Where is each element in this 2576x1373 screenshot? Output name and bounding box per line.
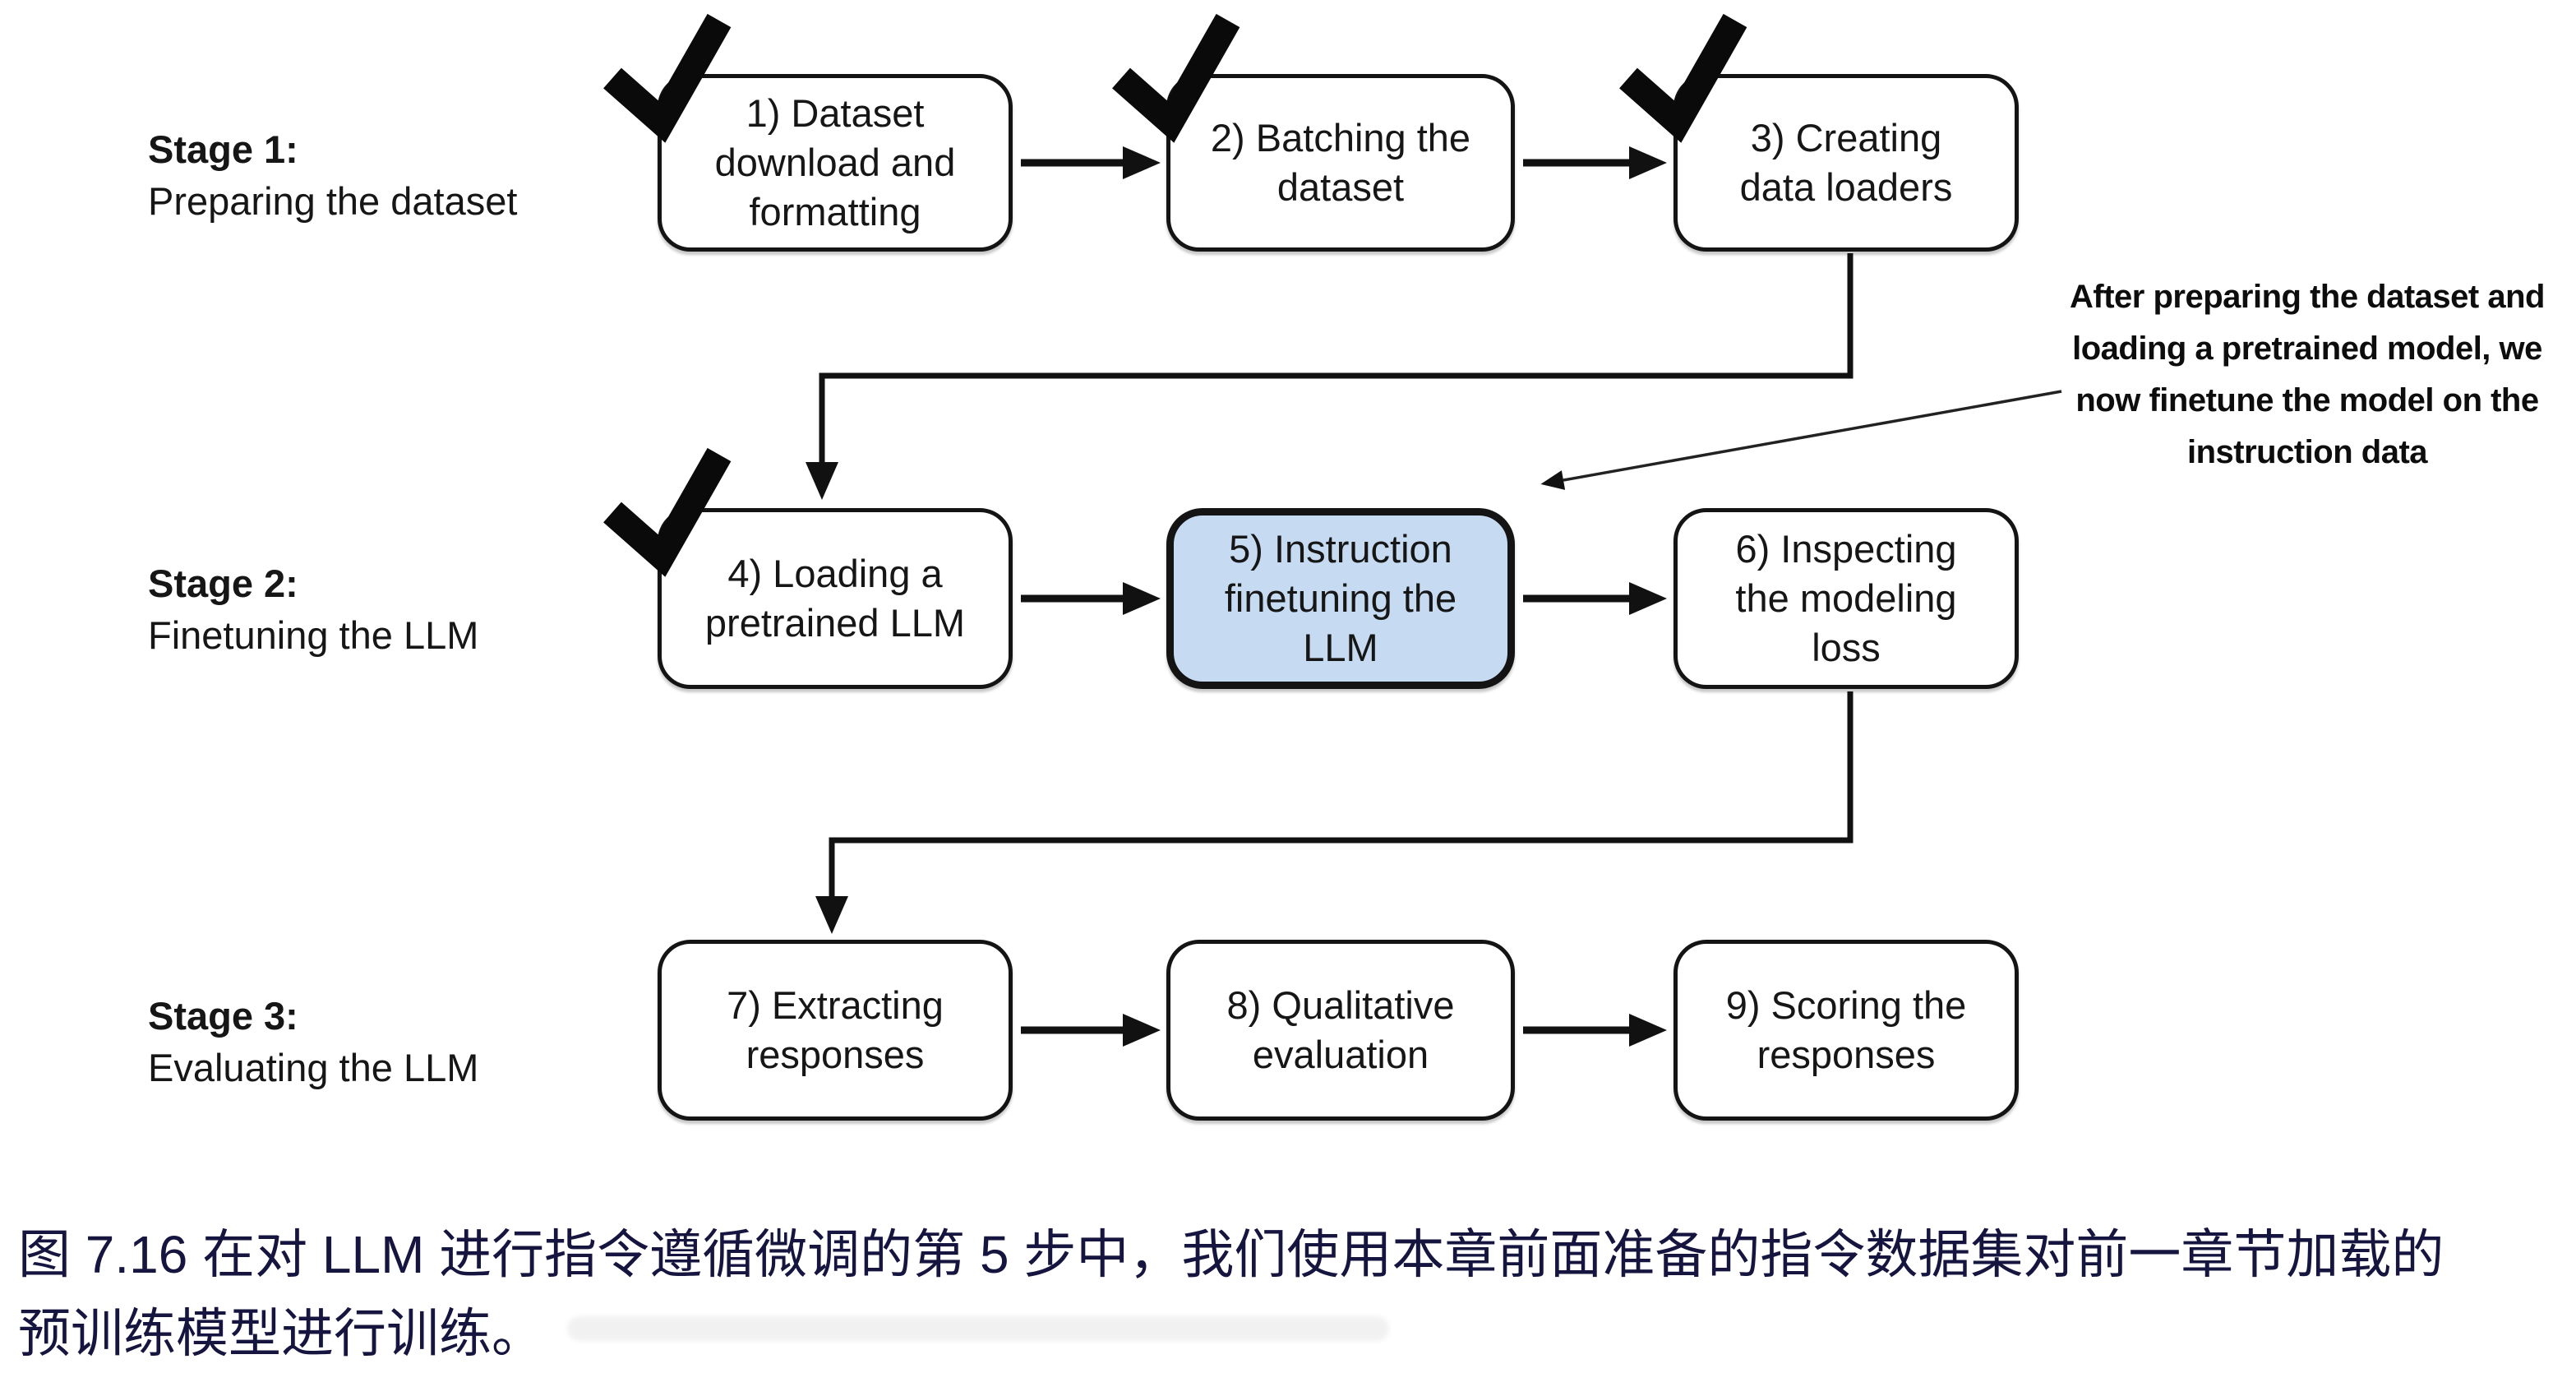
figure-caption-line-1: 图 7.16 在对 LLM 进行指令遵循微调的第 5 步中，我们使用本章前面准备… bbox=[18, 1225, 2444, 1284]
elbow-box3-to-box4 bbox=[806, 253, 1854, 500]
stage-2-title: Stage 2: bbox=[148, 562, 298, 605]
stage-1-label: Stage 1: Preparing the dataset bbox=[148, 123, 682, 227]
stage-3-subtitle: Evaluating the LLM bbox=[148, 1046, 479, 1089]
stage-2-subtitle: Finetuning the LLM bbox=[148, 613, 479, 657]
annotation-arrow bbox=[1540, 390, 2062, 490]
elbow-box6-to-box7 bbox=[815, 691, 1854, 934]
stage-3-title: Stage 3: bbox=[148, 994, 298, 1038]
artifact-smudge bbox=[567, 1316, 1389, 1341]
stage-1-subtitle: Preparing the dataset bbox=[148, 179, 518, 223]
figure-caption: 图 7.16 在对 LLM 进行指令遵循微调的第 5 步中，我们使用本章前面准备… bbox=[18, 1215, 2566, 1373]
stage-3-label: Stage 3: Evaluating the LLM bbox=[148, 990, 682, 1093]
figure-caption-line-2: 预训练模型进行训练。 bbox=[18, 1304, 544, 1363]
stage-2-label: Stage 2: Finetuning the LLM bbox=[148, 557, 682, 661]
stage-1-title: Stage 1: bbox=[148, 127, 298, 171]
